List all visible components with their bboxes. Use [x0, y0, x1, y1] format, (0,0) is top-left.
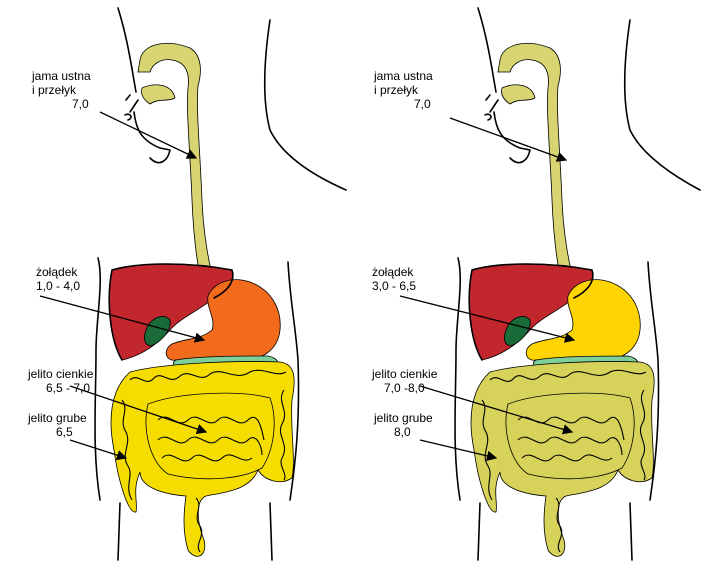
figure-left: jama ustna i przełyk 7,0 żołądek 1,0 - 4… [27, 8, 346, 560]
face-profile-right [485, 95, 491, 120]
stomach-ph-left: 1,0 - 4,0 [36, 279, 80, 293]
figure-right: jama ustna i przełyk 7,0 żołądek 3,0 - 6… [371, 8, 700, 560]
mouth-label-left: jama ustna [31, 69, 91, 83]
large-intestine-ph-left: 6,5 [56, 425, 73, 439]
large-intestine-label-right: jelito grube [373, 411, 433, 425]
small-intestine-ph-right: 7,0 -8,0 [384, 381, 425, 395]
mouth-ph-right: 7,0 [414, 97, 431, 111]
stomach-ph-right: 3,0 - 6,5 [372, 279, 416, 293]
mouth-ph-left: 7,0 [72, 97, 89, 111]
large-intestine-ph-right: 8,0 [394, 425, 411, 439]
small-intestine-right [506, 393, 634, 479]
small-intestine-left [146, 393, 274, 479]
arrow-mouth-left [100, 112, 196, 158]
mouth-label2-left: i przełyk [32, 83, 77, 97]
tongue-left [141, 85, 175, 104]
small-intestine-ph-left: 6,5 - 7,0 [46, 381, 90, 395]
mouth-label-right: jama ustna [373, 69, 433, 83]
tongue-right [501, 85, 535, 104]
mouth-label2-right: i przełyk [374, 83, 419, 97]
stomach-label-left: żołądek [36, 265, 78, 279]
small-intestine-label-right: jelito cienkie [371, 367, 438, 381]
esophagus-right [498, 43, 576, 298]
face-profile-left [125, 95, 131, 120]
small-intestine-label-left: jelito cienkie [27, 367, 94, 381]
esophagus-left [138, 43, 216, 298]
stomach-label-right: żołądek [372, 265, 414, 279]
large-intestine-label-left: jelito grube [27, 411, 87, 425]
